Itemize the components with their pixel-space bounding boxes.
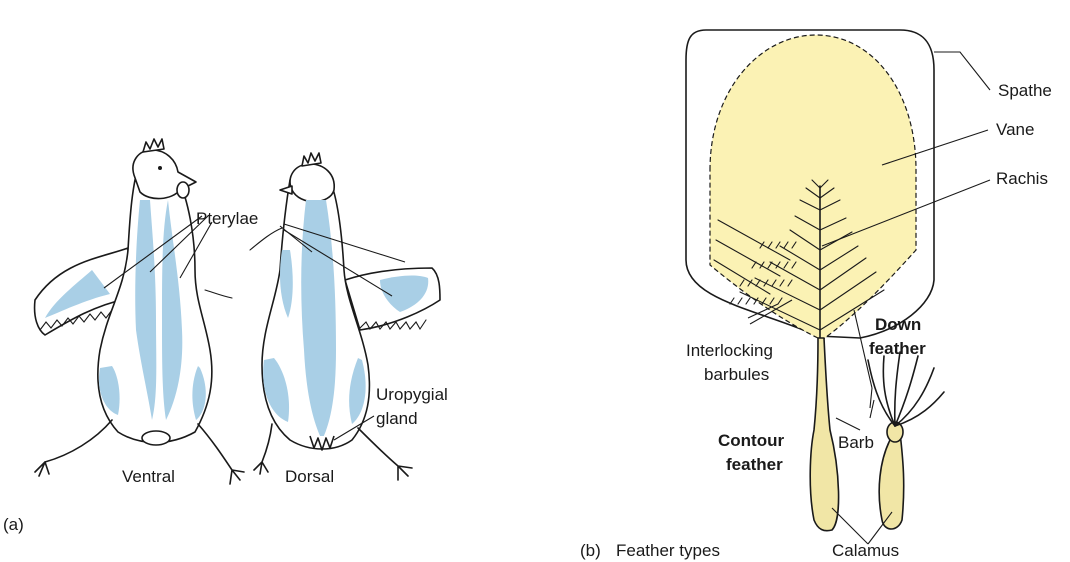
label-interlocking-line1: Interlocking (686, 341, 773, 360)
panel-a: Pterylae Uropygial gland Ventral Dorsal … (3, 139, 448, 534)
label-interlocking-line2: barbules (704, 365, 769, 384)
vane (710, 35, 916, 340)
dorsal-head (290, 164, 334, 202)
ventral-bird-illustration (35, 139, 244, 484)
label-pterylae: Pterylae (196, 209, 258, 228)
down-calamus (879, 432, 904, 529)
label-vane: Vane (996, 120, 1034, 139)
ventral-comb (143, 139, 164, 152)
label-contour-line1: Contour (718, 431, 784, 450)
label-ventral: Ventral (122, 467, 175, 486)
label-barb: Barb (838, 433, 874, 452)
contour-calamus (810, 338, 838, 531)
ventral-right-wing-stub (205, 290, 232, 298)
panel-a-tag: (a) (3, 515, 24, 534)
panel-b-tag: (b) (580, 541, 601, 560)
label-contour-line2: feather (726, 455, 783, 474)
label-uropygial-line1: Uropygial (376, 385, 448, 404)
panel-b: Spathe Vane Rachis Interlocking barbules… (580, 30, 1052, 560)
dorsal-comb (302, 153, 321, 166)
dorsal-bird-illustration (250, 153, 440, 480)
down-feather-illustration (868, 352, 944, 529)
label-spathe: Spathe (998, 81, 1052, 100)
label-dorsal: Dorsal (285, 467, 334, 486)
label-uropygial-line2: gland (376, 409, 418, 428)
panel-b-title: Feather types (616, 541, 720, 560)
label-down-line2: feather (869, 339, 926, 358)
label-down-line1: Down (875, 315, 921, 334)
label-rachis: Rachis (996, 169, 1048, 188)
label-calamus: Calamus (832, 541, 899, 560)
